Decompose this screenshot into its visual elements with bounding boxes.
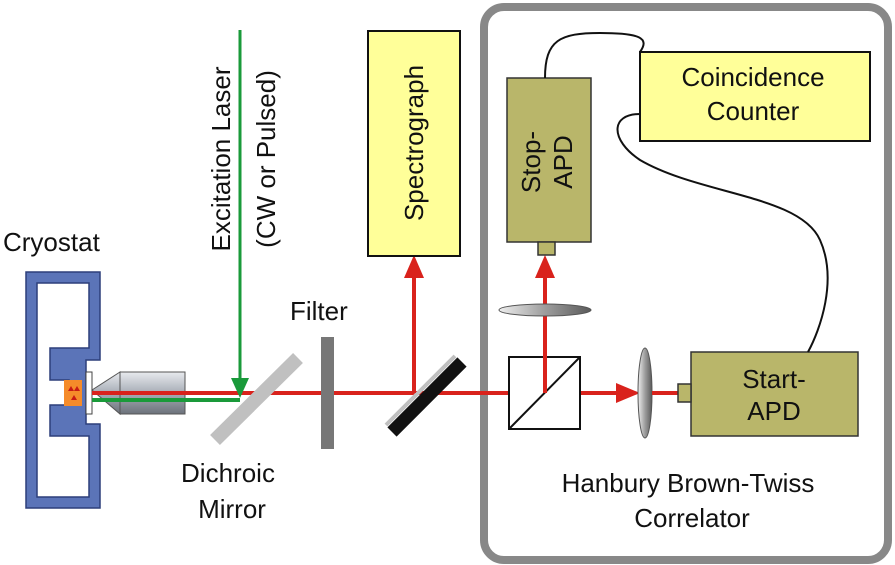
cryostat-label: Cryostat xyxy=(3,227,101,257)
stop-apd-window xyxy=(537,241,556,256)
excitation-label-1: Excitation Laser xyxy=(206,66,236,251)
sample-dots xyxy=(68,386,74,391)
hbt-enclosure xyxy=(480,3,892,564)
cryostat-window xyxy=(85,371,93,415)
start-apd-window xyxy=(677,383,692,403)
filter xyxy=(321,337,334,449)
start-apd-label-2: APD xyxy=(747,396,800,426)
spectrograph-label: Spectrograph xyxy=(399,65,429,221)
dichroic-label-1: Dichroic xyxy=(181,458,275,488)
stop-apd-label-1: Stop- xyxy=(516,131,546,193)
hbt-label-2: Correlator xyxy=(634,503,750,533)
stop-apd xyxy=(506,77,592,243)
hbt-label-1: Hanbury Brown-Twiss xyxy=(562,468,815,498)
spectrograph-box xyxy=(367,30,461,257)
emission-arrow-start xyxy=(616,383,640,403)
start-apd-label-1: Start- xyxy=(742,364,806,394)
excitation-label-2: (CW or Pulsed) xyxy=(251,70,281,248)
dichroic-mirror xyxy=(210,353,303,445)
spectrograph-arrow xyxy=(404,255,424,278)
start-cable xyxy=(616,113,829,353)
coincidence-label-2: Counter xyxy=(707,96,800,126)
flip-mirror xyxy=(387,357,467,437)
start-lens xyxy=(637,347,653,439)
cryostat xyxy=(25,271,101,509)
filter-label: Filter xyxy=(290,296,348,326)
stop-arrow xyxy=(535,255,555,278)
sample-holder xyxy=(64,380,82,406)
excitation-arrow xyxy=(231,378,249,398)
stop-cable xyxy=(544,31,645,79)
stop-apd-label-2: APD xyxy=(548,135,578,188)
stop-lens xyxy=(498,303,592,317)
start-apd xyxy=(690,351,859,437)
coincidence-label-1: Coincidence xyxy=(681,62,824,92)
dichroic-label-2: Mirror xyxy=(198,494,266,524)
coincidence-counter-box xyxy=(639,51,871,142)
